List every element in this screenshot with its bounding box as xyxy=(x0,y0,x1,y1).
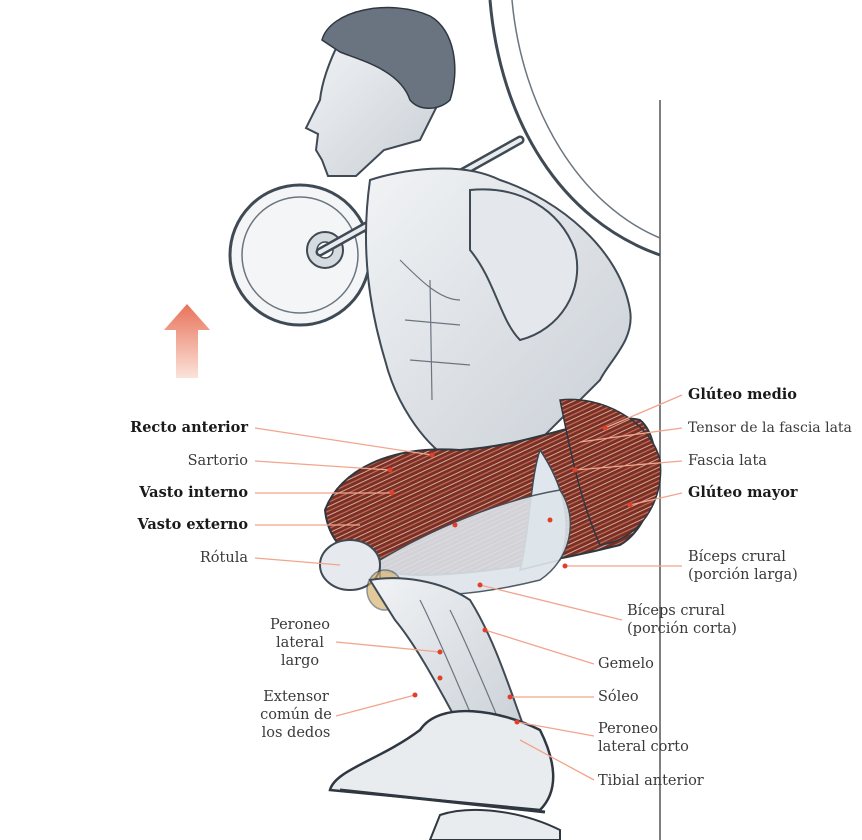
label-tibial-anterior: Tibial anterior xyxy=(598,773,704,789)
label-line: Peroneo xyxy=(270,617,330,633)
lower-leg xyxy=(368,577,527,747)
label-line: Extensor xyxy=(263,689,329,705)
thigh-muscles xyxy=(323,398,662,596)
label-peroneo-lateral-corto: Peroneo lateral corto xyxy=(598,720,689,756)
label-tensor-fascia-lata: Tensor de la fascia lata xyxy=(688,420,852,436)
label-rotula: Rótula xyxy=(199,550,248,566)
label-line: (porción corta) xyxy=(627,621,737,637)
label-extensor-comun-dedos: Extensor común de los dedos xyxy=(254,688,338,742)
label-line: largo xyxy=(280,653,320,669)
label-gluteo-mayor: Glúteo mayor xyxy=(688,484,798,501)
label-gemelo: Gemelo xyxy=(598,656,654,672)
label-soleo: Sóleo xyxy=(598,689,639,705)
weight-plate-right xyxy=(488,0,661,257)
label-recto-anterior: Recto anterior xyxy=(130,419,248,436)
arm xyxy=(469,188,579,342)
label-vasto-externo: Vasto externo xyxy=(137,516,248,533)
label-vasto-interno: Vasto interno xyxy=(139,484,248,501)
label-line: Bíceps crural xyxy=(688,549,786,565)
label-line: Bíceps crural xyxy=(627,603,725,619)
label-biceps-crural-larga: Bíceps crural (porción larga) xyxy=(688,548,798,584)
label-gluteo-medio: Glúteo medio xyxy=(688,386,797,403)
weight-plate-left xyxy=(228,183,372,327)
label-line: Peroneo xyxy=(598,721,658,737)
label-line: los dedos xyxy=(261,725,331,741)
knee xyxy=(319,539,381,591)
label-line: (porción larga) xyxy=(688,567,798,583)
label-line: lateral xyxy=(276,635,324,651)
label-biceps-crural-corta: Bíceps crural (porción corta) xyxy=(627,602,737,638)
label-peroneo-lateral-largo: Peroneo lateral largo xyxy=(262,616,338,670)
head xyxy=(304,6,456,177)
leader-lines xyxy=(254,394,683,781)
label-sartorio: Sartorio xyxy=(187,453,248,469)
up-arrow-icon xyxy=(164,304,210,378)
label-line: lateral corto xyxy=(598,739,689,755)
label-fascia-lata: Fascia lata xyxy=(688,453,767,469)
label-line: común de xyxy=(260,707,332,723)
shoe xyxy=(328,709,555,812)
athlete-illustration xyxy=(228,0,662,840)
leader-dots xyxy=(387,425,633,725)
